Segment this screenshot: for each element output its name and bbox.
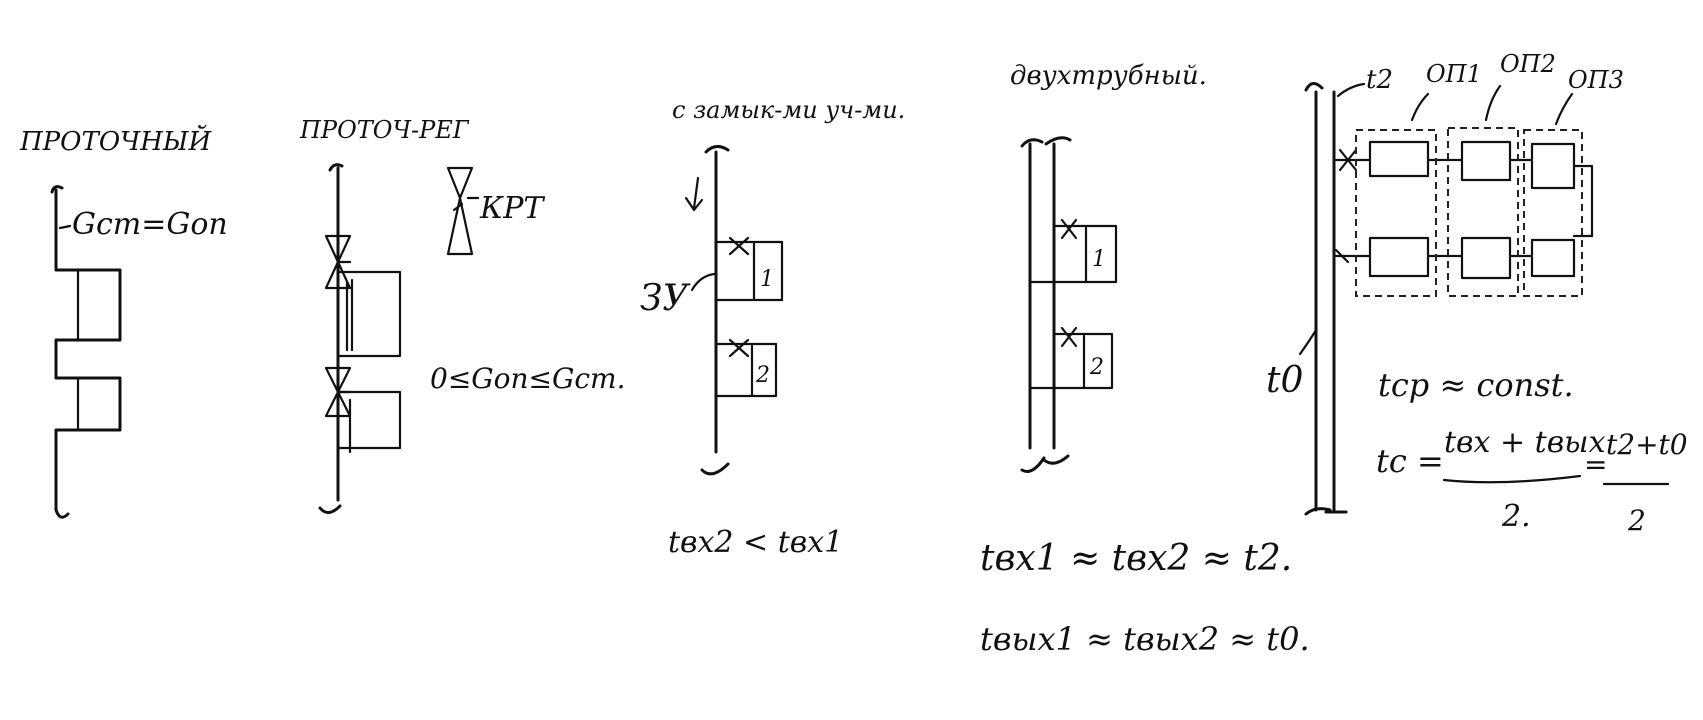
formula-tc-numerator-2: t2+t0 (1606, 428, 1688, 461)
kpt-valve-legend-icon (446, 166, 480, 256)
twopipe-return-pipe (1042, 136, 1072, 465)
horizontal-riser-left (1304, 82, 1332, 516)
group-1-leader (1410, 92, 1430, 122)
flow-riser-pipe (50, 185, 122, 519)
horizontal-upper-branch (1332, 140, 1594, 238)
scheme-flowreg-title: ПРОТОЧ-РЕГ (299, 116, 470, 144)
closing-zone-label: ЗУ (640, 278, 691, 319)
flowreg-riser-pipe (318, 163, 344, 514)
flowreg-radiator-upper (336, 270, 402, 358)
flowreg-radiator-lower (336, 390, 402, 454)
flow-formula-leader (58, 224, 72, 230)
group-2-label: ОП2 (1500, 50, 1556, 78)
group-2-dashed-outline (1447, 127, 1519, 297)
closing-bypass-1 (714, 236, 784, 256)
scheme-flow-regulated: ПРОТОЧ-РЕГ КРТ 0≤Gоп≤Gст. (299, 116, 626, 514)
flowreg-formula: 0≤Gоп≤Gст. (430, 362, 626, 395)
kpt-valve-label: КРТ (479, 191, 545, 226)
horizontal-riser-right (1324, 90, 1348, 514)
t0-leader (1298, 328, 1318, 356)
closing-unit-2: 2 (755, 363, 770, 388)
formula-tc-numerator-1: tвх + tвых (1444, 425, 1606, 460)
twopipe-unit-2: 2 (1089, 355, 1104, 380)
scheme-closing-sections: с замык-ми уч-ми. 1 2 ЗУ tвх2 < tвх1 (640, 96, 905, 560)
horizontal-lower-valve-icon (1334, 248, 1350, 264)
group-3-label: ОП3 (1568, 66, 1624, 94)
flowreg-valve-upper-icon (324, 234, 352, 290)
twopipe-radiator-2 (1028, 326, 1114, 390)
closing-flow-arrow (684, 176, 704, 212)
twopipe-radiator-1 (1028, 218, 1118, 284)
scheme-closing-title: с замык-ми уч-ми. (672, 96, 905, 124)
horizontal-t0-label: t0 (1266, 360, 1303, 401)
formula-tc-equals: = (1584, 448, 1607, 481)
closing-zone-leader (690, 272, 716, 292)
closing-radiator-1 (714, 240, 784, 302)
scheme-twopipe-title: двухтрубный. (1010, 61, 1207, 91)
formula-tc-denominator-2: 2 (1627, 504, 1646, 537)
scheme-flow-title: ПРОТОЧНЫЙ (19, 124, 212, 157)
flowreg-valve-lower-icon (324, 366, 352, 418)
t2-leader (1336, 82, 1366, 98)
group-1-label: ОП1 (1426, 60, 1482, 88)
closing-radiator-2 (714, 342, 778, 398)
horizontal-formula-mean: tср ≈ const. (1378, 366, 1574, 404)
group-3-leader (1554, 92, 1574, 126)
twopipe-formula-outlet: tвых1 ≈ tвых2 ≈ t0. (980, 620, 1310, 658)
flow-formula: Gст=Gоп (72, 207, 228, 242)
horizontal-upper-valve-icon (1338, 148, 1358, 172)
horizontal-lower-branch (1332, 234, 1594, 280)
twopipe-supply-pipe (1020, 138, 1046, 473)
formula-tc-lhs: tс = (1376, 442, 1444, 480)
twopipe-unit-1: 1 (1092, 247, 1106, 272)
scheme-two-pipe: двухтрубный. 1 2 tвх1 ≈ tвх2 ≈ t2. tвых1… (980, 61, 1310, 658)
group-3-dashed-outline (1523, 129, 1583, 297)
scheme-horizontal: t2 ОП1 ОП2 ОП3 t0 tср ≈ const. tс = tвх … (1266, 50, 1688, 537)
closing-riser-pipe (700, 145, 730, 476)
formula-tc-fraction-bar-1 (1442, 474, 1582, 484)
closing-formula: tвх2 < tвх1 (668, 525, 843, 560)
scheme-flow-through: ПРОТОЧНЫЙ Gст=Gоп (19, 124, 228, 519)
closing-unit-1: 1 (760, 267, 774, 292)
formula-tc-denominator-1: 2. (1501, 499, 1531, 534)
group-1-dashed-outline (1355, 129, 1437, 297)
group-2-leader (1484, 84, 1502, 122)
twopipe-formula-inlet: tвх1 ≈ tвх2 ≈ t2. (980, 538, 1292, 579)
closing-bypass-2 (714, 338, 778, 358)
horizontal-t2-label: t2 (1366, 65, 1393, 95)
